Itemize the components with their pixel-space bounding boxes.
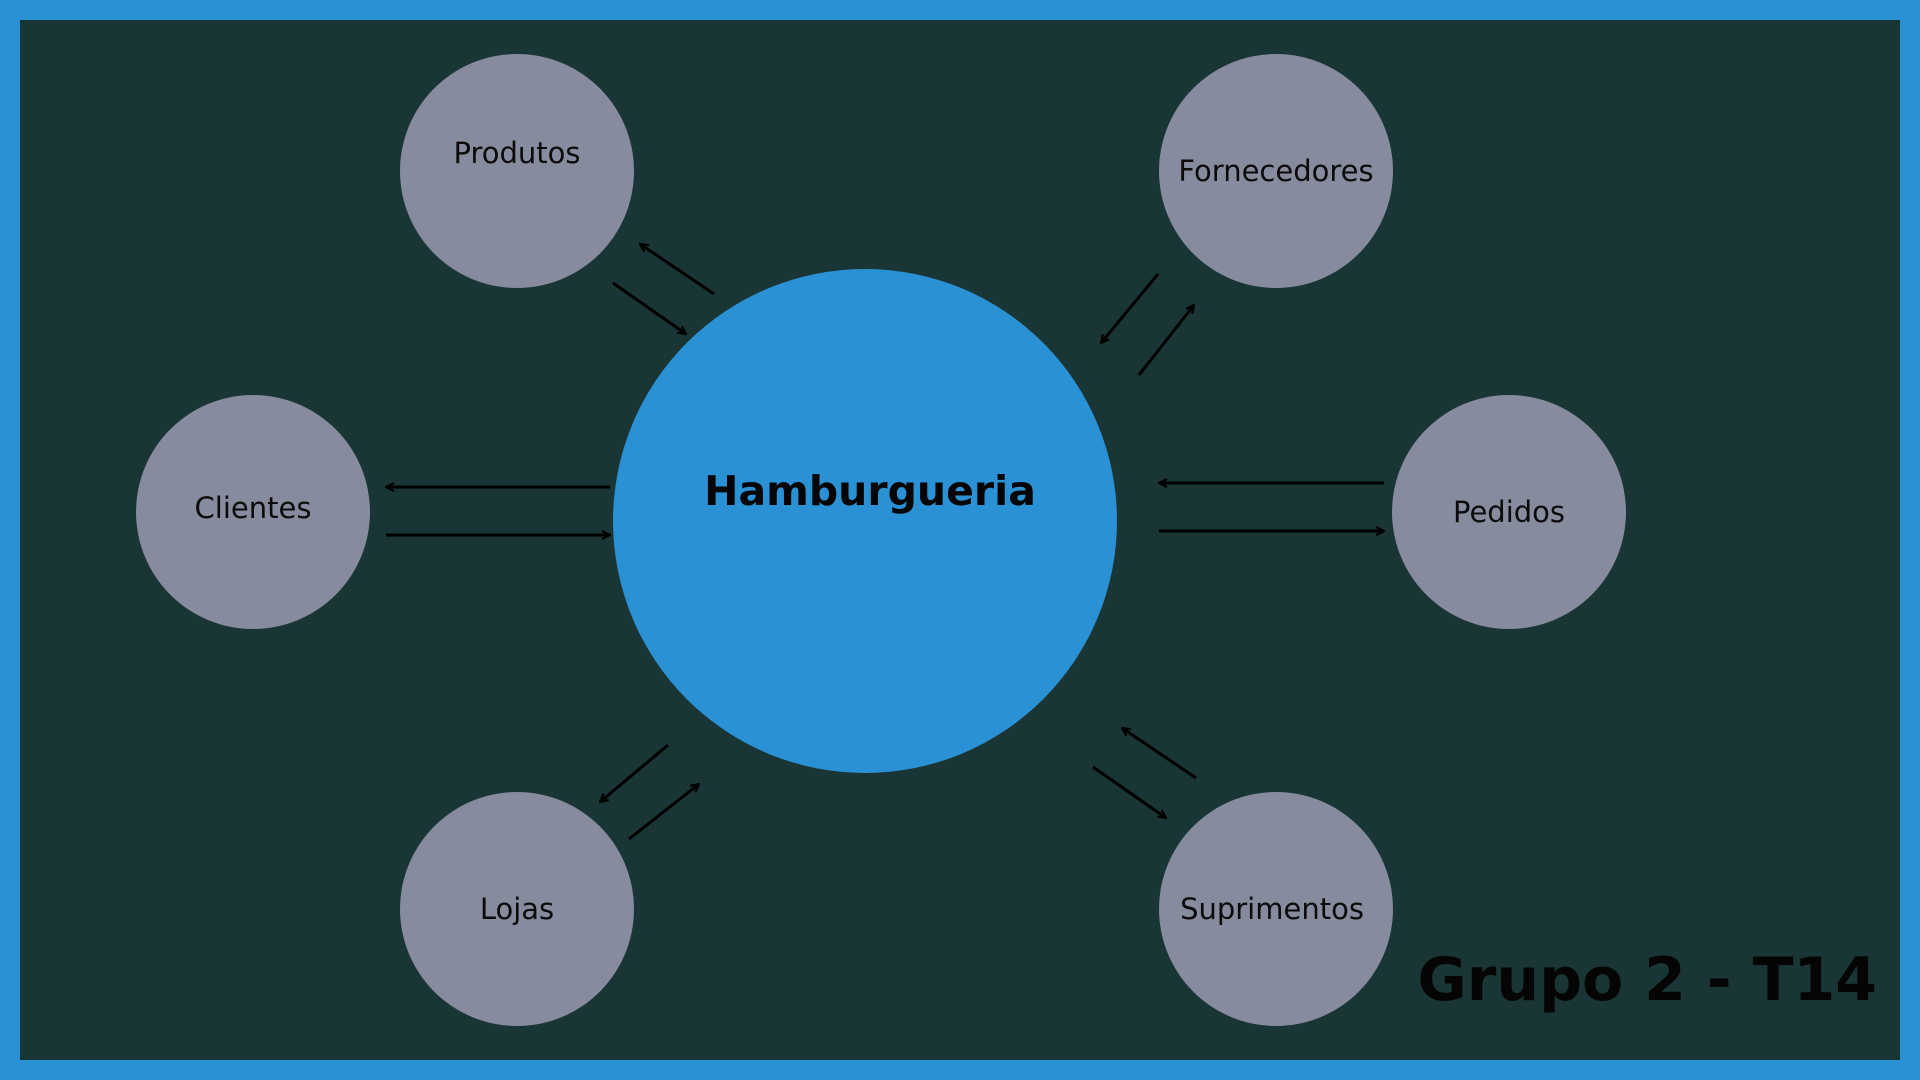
node-label-pedidos: Pedidos [1452, 495, 1566, 529]
node-lojas: Lojas [400, 792, 634, 1026]
node-label-fornecedores: Fornecedores [1178, 154, 1374, 188]
arrow-to-lojas [600, 743, 669, 802]
node-produtos: Produtos [400, 54, 634, 288]
arrow-from-suprimentos [1122, 728, 1197, 780]
node-label-suprimentos: Suprimentos [1180, 892, 1364, 926]
arrow-to-produtos [640, 244, 715, 296]
arrow-from-lojas [628, 784, 699, 841]
node-label-produtos: Produtos [453, 136, 581, 170]
center-node-label: Hamburgueria [704, 467, 1036, 515]
arrow-to-fornecedores [1137, 305, 1194, 376]
center-node-hamburgueria: Hamburgueria [613, 269, 1117, 773]
node-label-lojas: Lojas [479, 892, 555, 926]
node-label-clientes: Clientes [194, 491, 312, 525]
arrow-to-suprimentos [1092, 765, 1166, 818]
group-title: Grupo 2 - T14 [1417, 945, 1877, 1015]
node-clientes: Clientes [136, 395, 370, 629]
arrow-from-fornecedores [1101, 273, 1160, 343]
arrow-from-produtos [612, 281, 686, 334]
node-fornecedores: Fornecedores [1159, 54, 1393, 288]
node-suprimentos: Suprimentos [1159, 792, 1393, 1026]
node-pedidos: Pedidos [1392, 395, 1626, 629]
